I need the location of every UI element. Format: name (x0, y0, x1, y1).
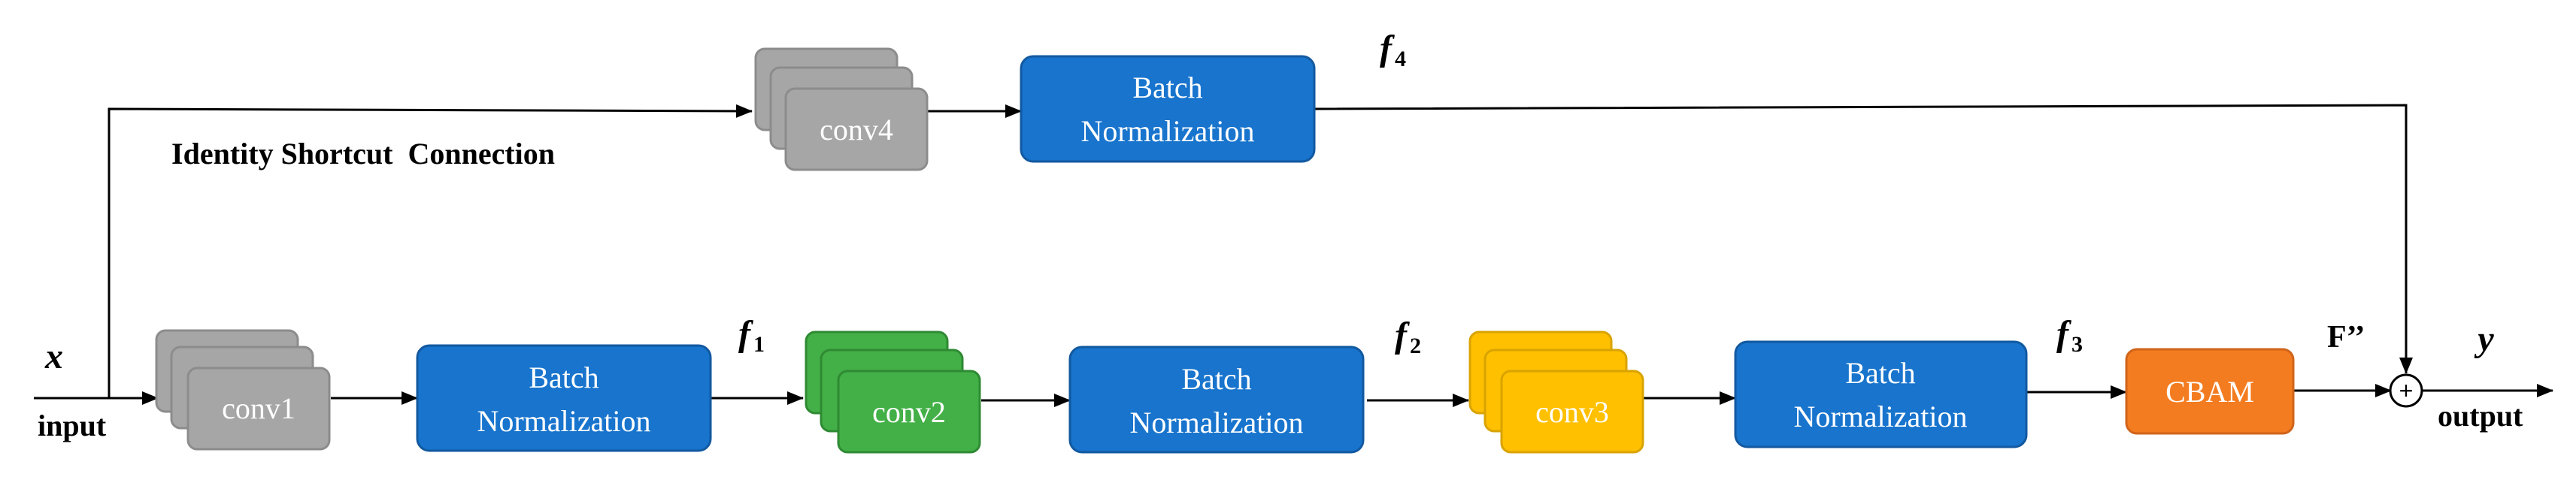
output-var-label: y (2474, 319, 2494, 359)
shortcut-line (108, 104, 753, 398)
batch-norm-4: Batch Normalization (1020, 55, 1316, 163)
batch-norm-3: Batch Normalization (1734, 340, 2028, 448)
batch-norm-2: Batch Normalization (1068, 346, 1365, 454)
cbam-label: CBAM (2165, 375, 2254, 409)
batch-norm-1: Batch Normalization (416, 344, 712, 452)
batch-norm-3-line1: Batch (1845, 356, 1915, 390)
fprime-label: F’’ (2327, 320, 2365, 355)
conv1-stack: conv1 (155, 329, 331, 451)
output-label: output (2438, 399, 2523, 433)
f1-base: f (738, 314, 753, 354)
conv1-label: conv1 (222, 391, 295, 425)
f4-sub: 4 (1395, 47, 1406, 71)
conv3-label: conv3 (1535, 395, 1609, 429)
f4-base: f (1380, 29, 1395, 68)
conv3-stack: conv3 (1468, 331, 1644, 454)
input-var-label: x (44, 337, 63, 376)
batch-norm-4-line1: Batch (1132, 71, 1202, 104)
batch-norm-4-line2: Normalization (1080, 114, 1254, 148)
shortcut-label: Identity Shortcut Connection (171, 137, 555, 171)
conv4-stack: conv4 (754, 47, 929, 171)
arrow-bn4-to-sum (1314, 104, 2413, 374)
f2-base: f (1395, 315, 1410, 355)
f3-sub: 3 (2071, 332, 2083, 357)
batch-norm-2-line2: Normalization (1129, 406, 1303, 439)
batch-norm-1-line2: Normalization (477, 404, 650, 438)
f1-sub: 1 (753, 332, 765, 357)
conv4-label: conv4 (820, 113, 893, 146)
f3-base: f (2056, 314, 2071, 354)
conv2-stack: conv2 (805, 331, 981, 454)
batch-norm-2-line1: Batch (1181, 362, 1251, 396)
sum-symbol: + (2399, 377, 2414, 404)
cbam-block: CBAM (2125, 348, 2295, 435)
f2-sub: 2 (1410, 334, 1421, 358)
sum-node: + (2389, 373, 2423, 408)
batch-norm-3-line2: Normalization (1793, 400, 1967, 433)
batch-norm-1-line1: Batch (529, 361, 599, 394)
input-label: input (38, 409, 107, 442)
connectors (34, 104, 2553, 407)
conv2-label: conv2 (872, 395, 946, 429)
